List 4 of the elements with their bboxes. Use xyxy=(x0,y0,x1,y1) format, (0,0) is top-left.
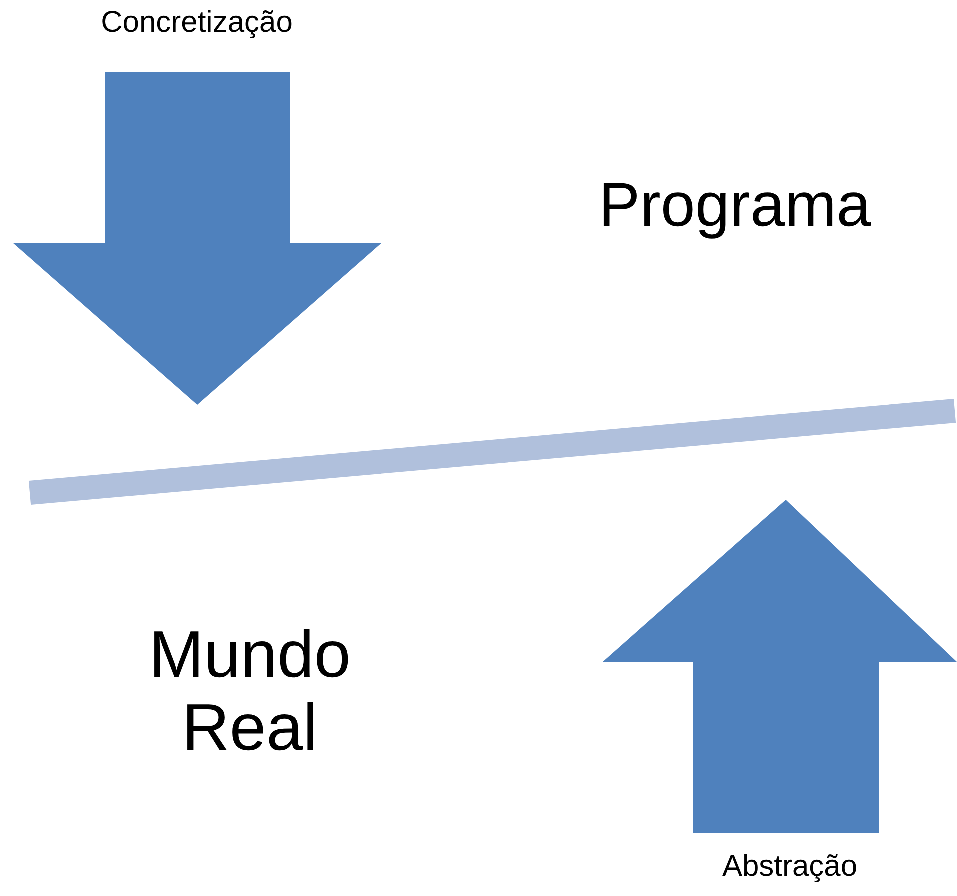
arrow-label: Concretização xyxy=(101,6,293,39)
arrow-label: Abstração xyxy=(722,850,858,883)
region-label: Mundo Real xyxy=(90,618,410,764)
region-label: Programa xyxy=(540,172,930,240)
